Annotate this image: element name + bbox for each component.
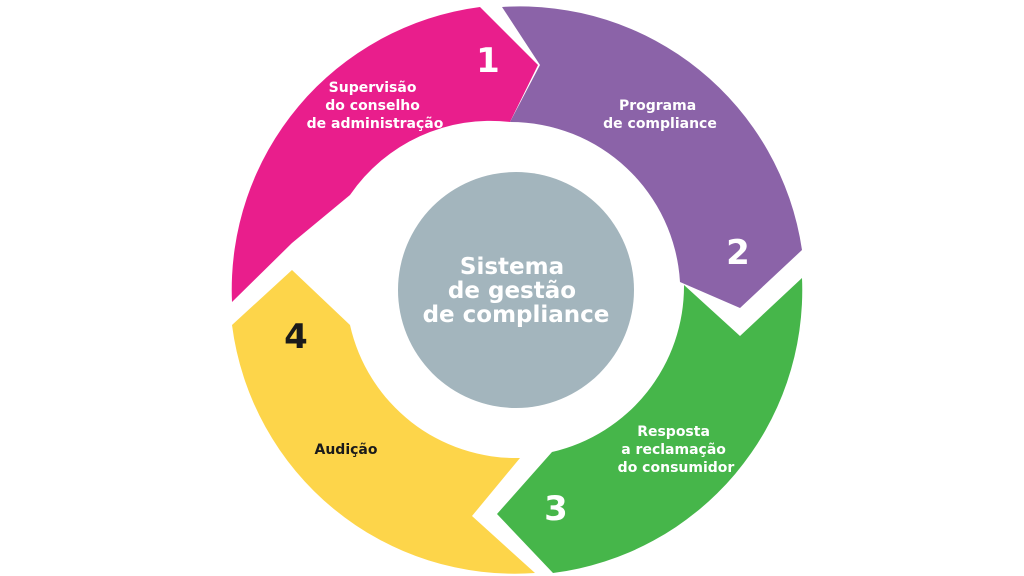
segment-3-label-line: do consumidor [618,460,735,476]
segment-2-label-line: Programa [619,98,696,114]
segment-1-number: 1 [476,41,500,81]
segment-2-number: 2 [726,233,750,273]
segment-2-compliance-program [502,6,802,308]
segment-4-hearing [232,270,535,574]
segment-3-consumer-response [497,278,803,573]
center-title-line: de gestão [448,278,576,304]
segment-2-label: Programa de compliance [603,98,717,132]
center-title: Sistema de gestão de compliance [423,254,610,328]
center-circle [398,172,634,408]
segment-3-label: Resposta a reclamação do consumidor [618,424,735,476]
segment-2-label-line: de compliance [603,116,717,132]
segment-1-label-line: de administração [307,116,444,132]
segment-1-label: Supervisão do conselho de administração [307,80,444,132]
segment-4-label-line: Audição [315,442,378,458]
segment-4-label: Audição [315,442,378,458]
segment-3-label-line: Resposta [637,424,710,440]
center-title-line: de compliance [423,302,610,328]
segment-3-label-line: a reclamação [621,442,726,458]
segment-1-label-line: Supervisão [329,80,417,96]
center-title-line: Sistema [460,254,564,280]
segment-4-number: 4 [284,317,308,357]
segment-1-label-line: do conselho [325,98,420,114]
segment-3-number: 3 [544,489,568,529]
segment-1-supervision [231,7,538,302]
